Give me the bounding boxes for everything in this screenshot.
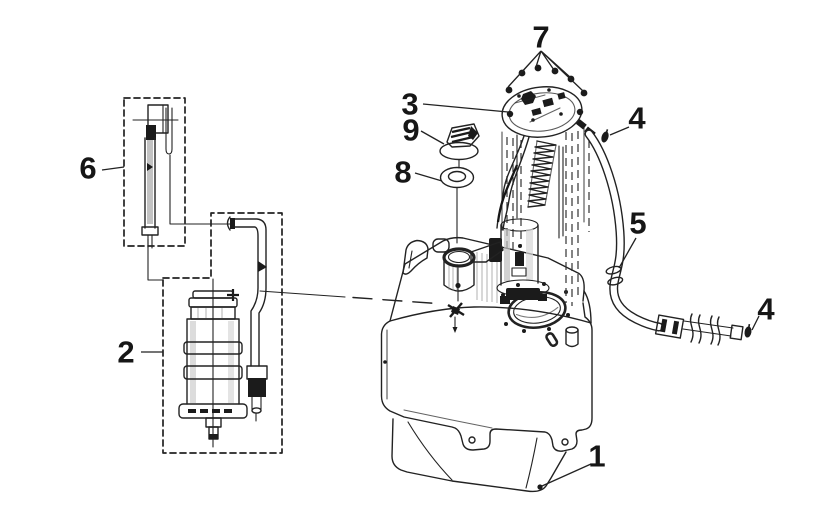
part4-clip-lower [744,324,752,338]
callout-2: 2 [117,334,135,370]
callout-3: 3 [401,86,419,122]
part9-cap-drawing [440,124,479,168]
callout-8: 8 [394,154,412,190]
callout-leader-lines [102,51,759,486]
part8-seal-ring-drawing [441,168,474,244]
part6-tube-assembly-drawing [124,98,232,280]
part2-canister-assembly-drawing [163,213,437,453]
callout-1: 1 [588,438,606,474]
part5-fuel-hose-drawing [589,134,743,345]
callout-5: 5 [629,205,647,241]
callout-6: 6 [79,150,97,186]
callout-4-lower: 4 [757,291,775,327]
fuel-pump-module-drawing [471,64,596,306]
callout-7: 7 [532,19,550,55]
callout-9: 9 [402,112,420,148]
part4-clip-upper [601,128,609,143]
part1-fuel-tank-drawing [382,238,593,492]
callout-4-upper: 4 [628,100,646,136]
